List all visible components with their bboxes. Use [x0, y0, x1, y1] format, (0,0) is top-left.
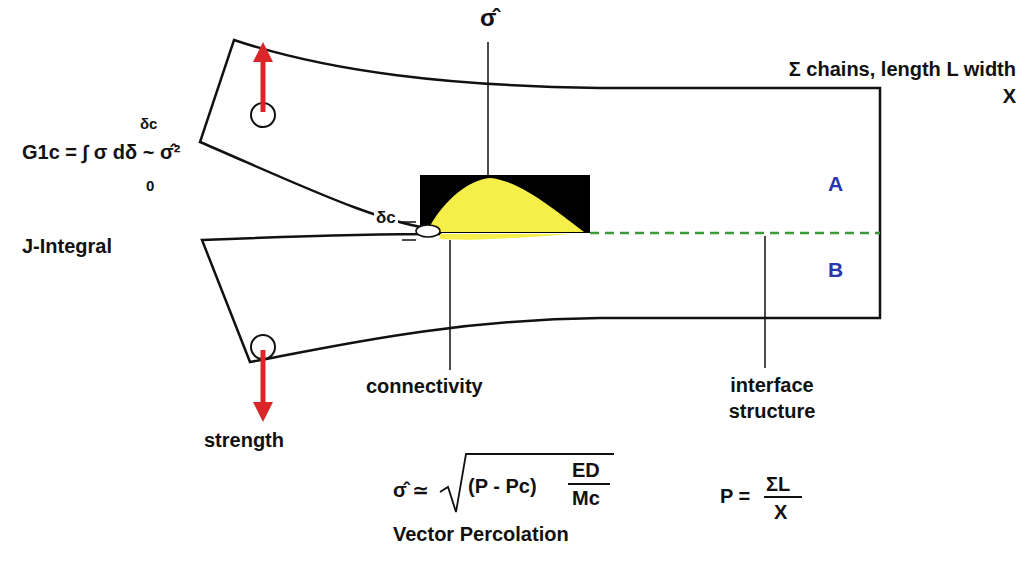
chains-note: Σ chains, length L width X — [776, 56, 1016, 110]
energy-formula: G1c = ∫ σ dδ ~ σ̂² — [22, 140, 180, 164]
load-arrow — [261, 350, 266, 412]
connectivity-label: connectivity — [366, 374, 483, 398]
leader-line — [449, 240, 451, 370]
formula-term: σ̂ ≃ — [393, 478, 429, 502]
stress-symbol: σ̂ — [480, 6, 496, 30]
interface-label: interface structure — [712, 372, 832, 424]
layer-name: B — [828, 258, 843, 282]
process-zone-box — [420, 175, 590, 233]
formula-term: Mc — [572, 486, 600, 510]
dcb-specimen — [200, 40, 880, 362]
integral-limit: δc — [140, 112, 157, 136]
interface-line — [590, 232, 880, 235]
leader-line — [487, 42, 489, 178]
fraction-bar — [568, 483, 610, 485]
opening-label: δc — [374, 208, 398, 228]
layer-name: A — [828, 172, 843, 196]
fraction-bar — [764, 496, 802, 498]
load-arrow — [261, 52, 266, 112]
formula-term: X — [774, 500, 787, 524]
strength-label: strength — [204, 428, 284, 452]
leader-line — [764, 236, 766, 368]
stress-profile — [430, 178, 584, 232]
stress-profile-lower — [440, 234, 572, 240]
formula-term: P = — [720, 484, 750, 508]
formula-term: ED — [572, 458, 600, 482]
formula-term: ΣL — [766, 472, 790, 496]
dimension-tick — [402, 221, 416, 223]
formula-term: (P - Pc) — [468, 474, 537, 498]
crack-tip — [416, 225, 440, 237]
dimension-tick — [402, 239, 416, 241]
method-name: J-Integral — [22, 234, 112, 258]
integral-limit: 0 — [146, 174, 154, 198]
sqrt-sign — [440, 454, 614, 512]
formula-name: Vector Percolation — [393, 522, 569, 546]
